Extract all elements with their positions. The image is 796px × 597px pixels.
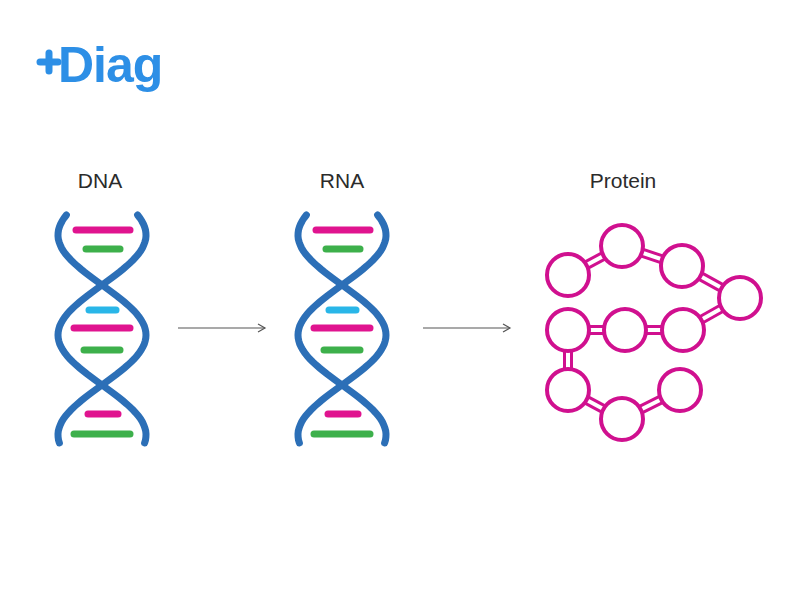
logo-text: Diag	[58, 36, 162, 94]
amino-acid	[659, 369, 701, 411]
amino-acid	[547, 369, 589, 411]
amino-acid	[601, 398, 643, 440]
stage-heading: DNA	[78, 169, 122, 193]
amino-acid	[547, 254, 589, 296]
amino-acid	[604, 309, 646, 351]
flow-arrow	[178, 324, 265, 332]
amino-acid	[662, 309, 704, 351]
stage-heading: RNA	[320, 169, 364, 193]
amino-acid	[661, 245, 703, 287]
rna-helix	[298, 215, 386, 443]
stage-node: Protein	[510, 165, 772, 450]
flow-arrow	[423, 324, 510, 332]
stage-node: RNA	[265, 165, 423, 450]
protein-chain	[547, 225, 761, 440]
amino-acid	[547, 309, 589, 351]
logo-plus	[40, 53, 58, 71]
stage-node: DNA	[40, 165, 178, 450]
stage-heading: Protein	[590, 169, 657, 193]
amino-acid	[719, 277, 761, 319]
amino-acid	[601, 225, 643, 267]
dna-helix	[58, 215, 146, 443]
